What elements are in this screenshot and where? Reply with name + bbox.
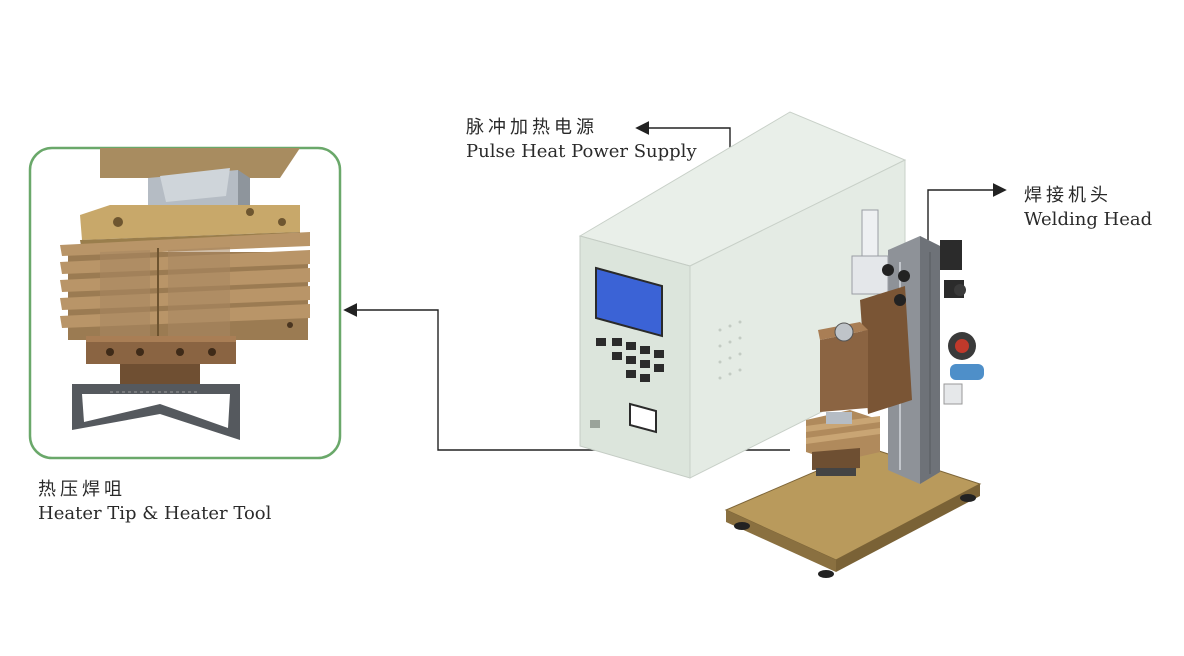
leader-power-arrow (635, 121, 731, 150)
top-plate (80, 205, 300, 240)
front-switch (629, 402, 657, 434)
power-supply-label: 脉冲加热电源 Pulse Heat Power Supply (466, 116, 697, 164)
copper-electrodes (86, 336, 236, 384)
heater-tool-small (806, 410, 880, 476)
welding-head-label-en: Welding Head (1024, 209, 1153, 230)
top-mount-block (100, 148, 300, 178)
air-regulators (940, 240, 984, 405)
heater-tool-inset (28, 146, 342, 460)
welding-head-station (724, 209, 984, 578)
lcd-screen (595, 266, 663, 338)
control-keypad (596, 338, 664, 382)
leader-head-arrow (927, 183, 1007, 246)
power-supply-label-en: Pulse Heat Power Supply (466, 141, 697, 162)
heater-tip (72, 384, 240, 440)
welding-head-label: 焊接机头 Welding Head (1024, 184, 1152, 232)
power-supply-cabinet (578, 111, 907, 479)
air-cylinder (861, 209, 879, 261)
power-supply-label-zh: 脉冲加热电源 (466, 117, 598, 138)
heater-tool-label: 热压焊咀 Heater Tip & Heater Tool (38, 478, 271, 526)
heater-fins (60, 232, 310, 340)
welding-head-label-zh: 焊接机头 (1024, 185, 1112, 206)
heater-tool-label-zh: 热压焊咀 (38, 479, 126, 500)
heater-tool-label-en: Heater Tip & Heater Tool (38, 503, 272, 524)
head-carriage (860, 286, 912, 414)
